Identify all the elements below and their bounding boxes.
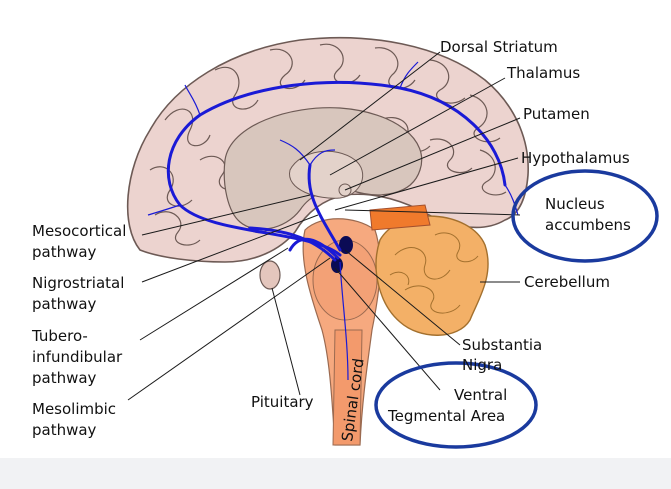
pituitary-gland [259,260,281,290]
label-nigrostriatal-1: Nigrostriatal [32,274,124,292]
cerebellum [375,215,489,336]
label-mesolimbic-2: pathway [32,421,97,439]
leader-lines [127,51,521,401]
label-tuberoinfundibular-3: pathway [32,369,97,387]
spinal-cord [332,329,363,446]
label-mesocortical-2: pathway [32,243,97,261]
label-vta-1: Ventral [454,386,507,404]
label-mesocortical-1: Mesocortical [32,222,126,240]
dopamine-pathways [147,61,519,381]
label-thalamus: Thalamus [506,64,580,82]
label-vta-2: Tegmental Area [387,407,505,425]
label-mesolimbic-1: Mesolimbic [32,400,116,418]
substantia-nigra-nucleus [339,236,353,254]
label-nigrostriatal-2: pathway [32,295,97,313]
label-substantia-nigra-2: Nigra [462,356,502,374]
label-nucleus-accumbens-1: Nucleus [545,195,605,213]
label-pituitary: Pituitary [251,393,314,411]
label-putamen: Putamen [523,105,590,123]
bottom-band [0,458,671,489]
label-dorsal-striatum: Dorsal Striatum [440,38,558,56]
label-cerebellum: Cerebellum [524,273,610,291]
tectum [369,204,431,231]
label-tuberoinfundibular-1: Tubero- [31,327,88,345]
nucleus-accumbens-highlight [511,169,659,263]
label-hypothalamus: Hypothalamus [521,149,630,167]
label-nucleus-accumbens-2: accumbens [545,216,631,234]
vta-highlight [374,361,538,449]
label-tuberoinfundibular-2: infundibular [32,348,123,366]
label-substantia-nigra-1: Substantia [462,336,542,354]
